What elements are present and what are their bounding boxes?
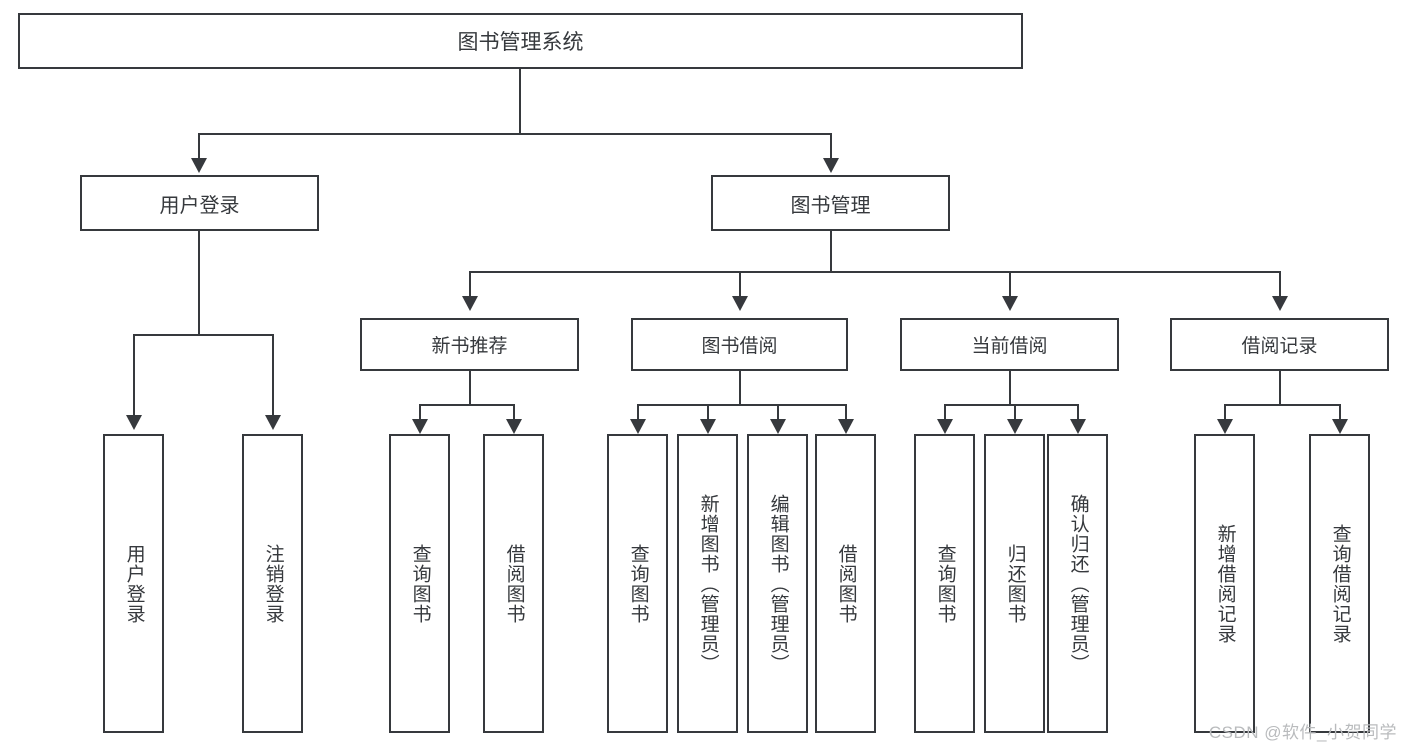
connector-bb-bar bbox=[637, 404, 846, 406]
arrowhead-icon-br-leaf-0 bbox=[1217, 419, 1233, 434]
node-leaf-current-borrow-0[interactable]: 查询图书 bbox=[914, 434, 975, 733]
arrowhead-icon-bb-leaf-1 bbox=[700, 419, 716, 434]
node-leaf-current-borrow-1-label: 归还图书 bbox=[1004, 543, 1026, 624]
arrowhead-icon-bm-level2-0 bbox=[462, 296, 478, 311]
node-leaf-book-borrow-2[interactable]: 编辑图书（管理员） bbox=[747, 434, 808, 733]
node-leaf-borrow-record-1-label: 查询借阅记录 bbox=[1329, 523, 1351, 644]
connector-bb-stem bbox=[739, 371, 741, 406]
node-level2-current-borrow[interactable]: 当前借阅 bbox=[900, 318, 1119, 371]
arrowhead-icon-root-to-level1-1 bbox=[823, 158, 839, 173]
node-level2-book-borrow-label: 图书借阅 bbox=[701, 336, 778, 357]
connector-bb-to-leaf-1 bbox=[707, 404, 709, 424]
arrowhead-icon-cb-leaf-0 bbox=[937, 419, 953, 434]
node-leaf-borrow-record-0[interactable]: 新增借阅记录 bbox=[1194, 434, 1255, 733]
connector-user-login-to-leaf-1 bbox=[272, 334, 274, 418]
connector-cb-to-leaf-0 bbox=[944, 404, 946, 424]
connector-cb-bar bbox=[944, 404, 1079, 406]
arrowhead-icon-bm-level2-2 bbox=[1002, 296, 1018, 311]
arrowhead-icon-cb-leaf-1 bbox=[1007, 419, 1023, 434]
connector-br-to-leaf-0 bbox=[1224, 404, 1226, 424]
node-leaf-book-borrow-1-label: 新增图书（管理员） bbox=[697, 493, 719, 674]
connector-cb-stem bbox=[1009, 371, 1011, 406]
arrowhead-icon-bm-level2-3 bbox=[1272, 296, 1288, 311]
node-level1-book-management[interactable]: 图书管理 bbox=[711, 175, 950, 231]
node-leaf-current-borrow-2-label: 确认归还（管理员） bbox=[1067, 493, 1089, 674]
connector-br-to-leaf-1 bbox=[1339, 404, 1341, 424]
arrowhead-icon-bb-leaf-2 bbox=[770, 419, 786, 434]
node-root-label: 图书管理系统 bbox=[457, 31, 584, 54]
node-leaf-new-book-recommend-1[interactable]: 借阅图书 bbox=[483, 434, 544, 733]
connector-bb-to-leaf-0 bbox=[637, 404, 639, 424]
arrowhead-icon-nbr-leaf-1 bbox=[506, 419, 522, 434]
connector-bb-to-leaf-3 bbox=[845, 404, 847, 424]
node-leaf-borrow-record-0-label: 新增借阅记录 bbox=[1214, 523, 1236, 644]
node-level1-book-management-label: 图书管理 bbox=[790, 194, 871, 217]
connector-cb-to-leaf-2 bbox=[1077, 404, 1079, 424]
node-leaf-user-login-1[interactable]: 注销登录 bbox=[242, 434, 303, 733]
connector-nbr-to-leaf-1 bbox=[513, 404, 515, 424]
connector-cb-to-leaf-1 bbox=[1014, 404, 1016, 424]
connector-nbr-to-leaf-0 bbox=[419, 404, 421, 424]
arrowhead-icon-bb-leaf-3 bbox=[838, 419, 854, 434]
node-level2-current-borrow-label: 当前借阅 bbox=[971, 336, 1048, 357]
node-level1-user-login-label: 用户登录 bbox=[159, 194, 240, 217]
connector-root-to-level1-1 bbox=[830, 133, 832, 161]
node-leaf-book-borrow-2-label: 编辑图书（管理员） bbox=[767, 493, 789, 674]
connector-bm-to-level2-1 bbox=[739, 271, 741, 299]
node-leaf-book-borrow-1[interactable]: 新增图书（管理员） bbox=[677, 434, 738, 733]
connector-nbr-bar bbox=[419, 404, 515, 406]
connector-book-management-bar bbox=[469, 271, 1280, 273]
connector-bb-to-leaf-2 bbox=[777, 404, 779, 424]
node-leaf-current-borrow-1[interactable]: 归还图书 bbox=[984, 434, 1045, 733]
arrowhead-icon-user-login-leaf-1 bbox=[265, 415, 281, 430]
arrowhead-icon-cb-leaf-2 bbox=[1070, 419, 1086, 434]
node-leaf-user-login-1-label: 注销登录 bbox=[262, 543, 284, 624]
node-leaf-user-login-0-label: 用户登录 bbox=[123, 543, 145, 624]
connector-br-stem bbox=[1279, 371, 1281, 406]
connector-user-login-stem bbox=[198, 231, 200, 335]
node-level2-new-book-recommend[interactable]: 新书推荐 bbox=[360, 318, 579, 371]
node-root[interactable]: 图书管理系统 bbox=[18, 13, 1023, 69]
node-leaf-book-borrow-0[interactable]: 查询图书 bbox=[607, 434, 668, 733]
arrowhead-icon-nbr-leaf-0 bbox=[412, 419, 428, 434]
arrowhead-icon-root-to-level1-0 bbox=[191, 158, 207, 173]
connector-root-to-level1-0 bbox=[198, 133, 200, 161]
connector-user-login-to-leaf-0 bbox=[133, 334, 135, 418]
node-leaf-book-borrow-0-label: 查询图书 bbox=[627, 543, 649, 624]
connector-bm-to-level2-0 bbox=[469, 271, 471, 299]
arrowhead-icon-bm-level2-1 bbox=[732, 296, 748, 311]
node-level2-book-borrow[interactable]: 图书借阅 bbox=[631, 318, 848, 371]
node-level2-borrow-record[interactable]: 借阅记录 bbox=[1170, 318, 1389, 371]
connector-root-stem bbox=[519, 69, 521, 134]
arrowhead-icon-bb-leaf-0 bbox=[630, 419, 646, 434]
connector-bm-to-level2-2 bbox=[1009, 271, 1011, 299]
node-level1-user-login[interactable]: 用户登录 bbox=[80, 175, 319, 231]
node-leaf-current-borrow-2[interactable]: 确认归还（管理员） bbox=[1047, 434, 1108, 733]
arrowhead-icon-br-leaf-1 bbox=[1332, 419, 1348, 434]
node-leaf-book-borrow-3-label: 借阅图书 bbox=[835, 543, 857, 624]
arrowhead-icon-user-login-leaf-0 bbox=[126, 415, 142, 430]
node-leaf-new-book-recommend-1-label: 借阅图书 bbox=[503, 543, 525, 624]
node-leaf-user-login-0[interactable]: 用户登录 bbox=[103, 434, 164, 733]
node-leaf-new-book-recommend-0-label: 查询图书 bbox=[409, 543, 431, 624]
node-level2-borrow-record-label: 借阅记录 bbox=[1241, 336, 1318, 357]
connector-bm-to-level2-3 bbox=[1279, 271, 1281, 299]
connector-user-login-bar bbox=[133, 334, 273, 336]
connector-br-bar bbox=[1224, 404, 1341, 406]
connector-book-management-stem bbox=[830, 231, 832, 273]
node-leaf-book-borrow-3[interactable]: 借阅图书 bbox=[815, 434, 876, 733]
watermark: CSDN @软件_小贺同学 bbox=[1208, 723, 1397, 742]
node-leaf-current-borrow-0-label: 查询图书 bbox=[934, 543, 956, 624]
node-level2-new-book-recommend-label: 新书推荐 bbox=[431, 336, 508, 357]
connector-root-bar bbox=[198, 133, 832, 135]
connector-nbr-stem bbox=[469, 371, 471, 406]
node-leaf-new-book-recommend-0[interactable]: 查询图书 bbox=[389, 434, 450, 733]
node-leaf-borrow-record-1[interactable]: 查询借阅记录 bbox=[1309, 434, 1370, 733]
